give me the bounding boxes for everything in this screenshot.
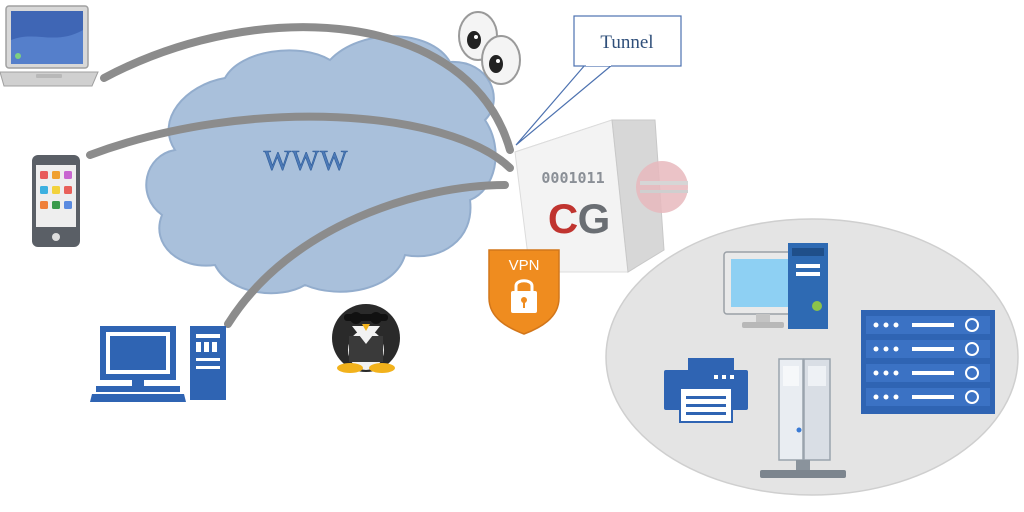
workstation-icon: [723, 243, 828, 329]
eyes-icon: [458, 11, 521, 85]
tunnel-callout: Tunnel: [515, 15, 682, 146]
desktop-computer-icon: [90, 326, 226, 402]
laptop-icon: [0, 5, 99, 87]
vpn-shield-icon: VPN: [488, 249, 560, 335]
callout-label: Tunnel: [600, 32, 653, 53]
printer-icon: [664, 358, 748, 423]
callout-box: [573, 15, 682, 67]
link-phone: [86, 112, 514, 172]
cloud-shape: [145, 35, 497, 295]
link-desktop: [224, 181, 509, 328]
gateway-logo-g: G: [578, 195, 611, 242]
internet-cloud: WWW: [145, 35, 497, 295]
lan-zone: [605, 218, 1019, 496]
gateway-logo-c: C: [548, 195, 578, 242]
gateway-bits: 0001011: [541, 169, 604, 187]
callout-pointer: [515, 64, 613, 146]
cg-gateway-box-icon: 0001011 C G: [514, 119, 688, 273]
cloud-label: WWW: [263, 145, 348, 177]
tower-server-icon: [760, 358, 846, 478]
rack-server-icon: [861, 310, 995, 414]
link-laptop: [100, 23, 514, 154]
smartphone-icon: [32, 155, 80, 247]
penguin-spy-icon: [332, 304, 400, 373]
vpn-label: VPN: [509, 257, 540, 274]
connection-links: [86, 23, 514, 328]
